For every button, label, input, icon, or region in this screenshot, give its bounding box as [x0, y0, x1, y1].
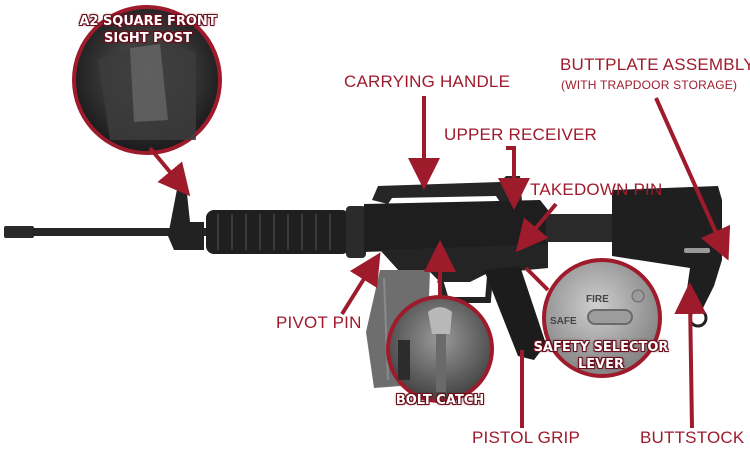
lower-receiver-body: [380, 244, 548, 282]
carrying-handle-label: CARRYING HANDLE: [344, 72, 511, 91]
inset-fire-text: FIRE: [586, 294, 609, 305]
upper-receiver-body: [364, 200, 548, 252]
front-sight-inset: [72, 5, 222, 155]
upper-receiver-label: UPPER RECEIVER: [444, 125, 598, 144]
buttstock-body: [612, 186, 722, 314]
bolt-catch-label: BOLT CATCH: [395, 393, 485, 408]
inset-safe-text: SAFE: [550, 316, 577, 327]
buffer-tube: [546, 214, 622, 242]
front-sight-label-line2: SIGHT POST: [104, 31, 192, 46]
buttplate-label-line1: BUTTPLATE ASSEMBLY: [560, 55, 750, 74]
front-sight-base: [168, 184, 204, 250]
safety-selector-inset: FIRE SAFE: [542, 258, 662, 378]
carrying-handle: [372, 176, 522, 204]
safety-selector-label-line1: SAFETY SELECTOR: [533, 340, 669, 355]
handguard: [206, 210, 350, 254]
safety-selector-label: SAFETY SELECTOR LEVER: [520, 339, 682, 373]
delta-ring: [346, 206, 366, 258]
pivot-pin-label: PIVOT PIN: [276, 313, 362, 332]
pistol-grip-label: PISTOL GRIP: [472, 428, 581, 447]
bolt-catch-inset: [386, 295, 494, 403]
safety-selector-label-line2: LEVER: [577, 357, 625, 372]
barrel: [32, 228, 212, 236]
flash-hider: [4, 226, 34, 238]
front-sight-label: A2 SQUARE FRONT SIGHT POST: [68, 13, 228, 47]
pistol-grip: [484, 266, 546, 360]
front-sight-label-line1: A2 SQUARE FRONT: [79, 14, 217, 29]
buttstock-label: BUTTSTOCK: [640, 428, 745, 447]
trigger-guard: [437, 275, 493, 303]
leader-lines: [148, 96, 731, 429]
takedown-pin-label: TAKEDOWN PIN: [530, 180, 663, 199]
buttplate-label-line2: (WITH TRAPDOOR STORAGE): [561, 78, 738, 92]
